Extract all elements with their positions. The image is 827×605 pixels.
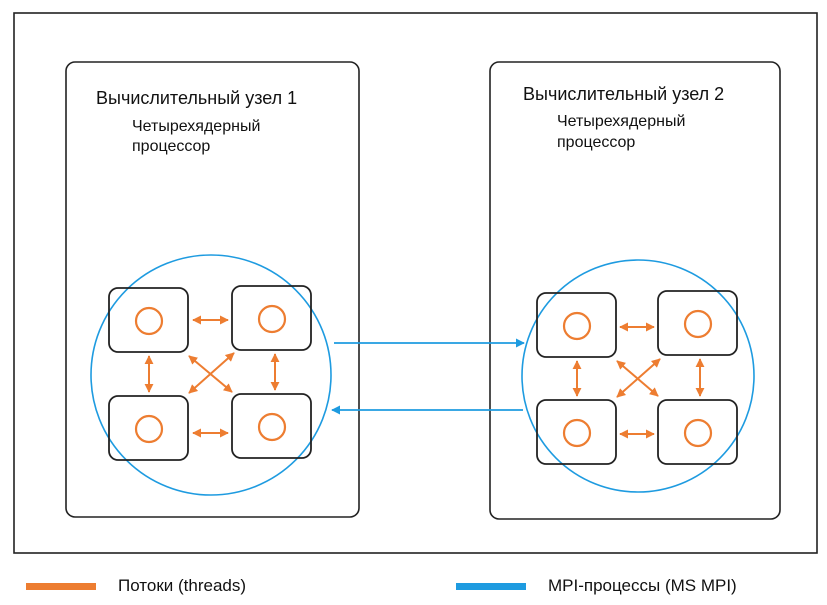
threads-legend-swatch [26, 582, 96, 590]
thread-icon [683, 418, 713, 448]
core [231, 285, 312, 351]
thread-icon [562, 418, 592, 448]
node-title: Вычислительный узел 2 [523, 84, 724, 104]
mpi-process-circle [90, 254, 332, 496]
thread-icon [134, 414, 164, 444]
core [536, 399, 617, 465]
core [108, 287, 189, 353]
processor-label-line2: процессор [132, 138, 210, 155]
processor-label-line2: процессор [557, 134, 635, 151]
thread-icon [134, 306, 164, 336]
thread-link-arrow [188, 352, 235, 394]
node-title: Вычислительный узел 1 [96, 88, 297, 108]
core [657, 399, 738, 465]
mpi-process-circle [521, 259, 755, 493]
legend-mpi: MPI-процессы (MS MPI) [456, 574, 737, 598]
compute-node-2: Вычислительный узел 2 Четырехядерный про… [489, 61, 781, 520]
legend-threads: Потоки (threads) [26, 574, 246, 598]
thread-link-arrow [616, 358, 661, 398]
core [108, 395, 189, 461]
core [657, 290, 738, 356]
thread-icon [683, 309, 713, 339]
core [231, 393, 312, 459]
quad-core-processor [108, 285, 312, 461]
mpi-legend-label: MPI-процессы (MS MPI) [548, 576, 737, 595]
threads-legend-label: Потоки (threads) [118, 576, 247, 595]
thread-icon [562, 311, 592, 341]
node-box [489, 61, 781, 520]
mpi-legend-swatch [456, 582, 526, 590]
processor-label-line1: Четырехядерный [557, 113, 685, 130]
thread-icon [257, 304, 287, 334]
cluster-frame [13, 12, 818, 554]
thread-icon [257, 412, 287, 442]
processor-label-line1: Четырехядерный [132, 118, 260, 135]
compute-node-1: Вычислительный узел 1 Четырехядерный про… [65, 61, 360, 518]
node-box [65, 61, 360, 518]
quad-core-processor [536, 290, 738, 465]
core [536, 292, 617, 358]
